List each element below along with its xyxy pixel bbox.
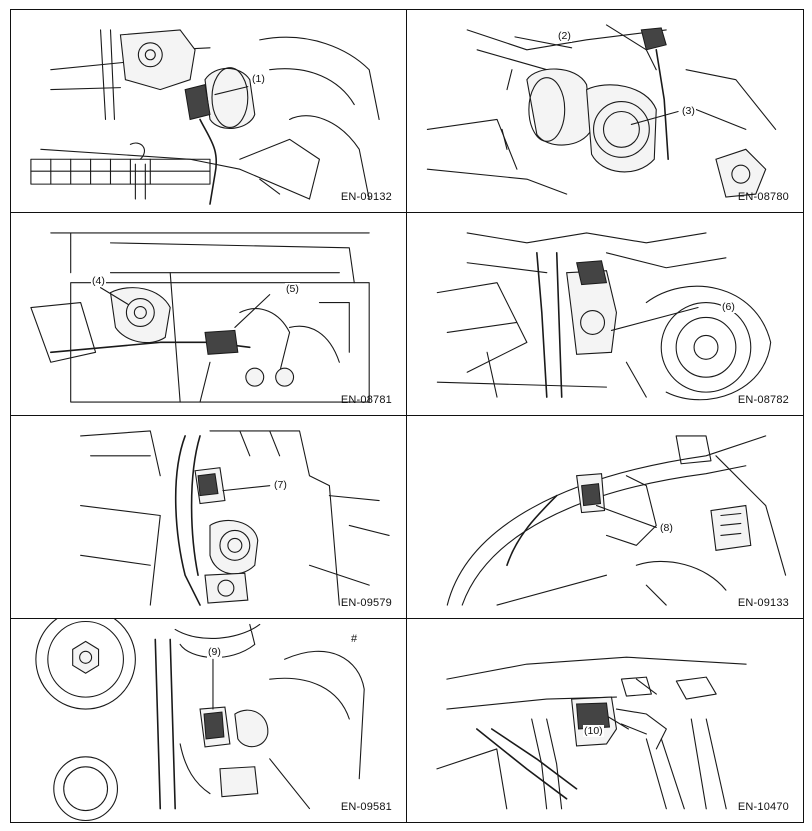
engine-illustration-1 [30,29,380,205]
engine-illustration-4 [436,232,772,401]
figure-code: EN-09581 [340,801,392,813]
figure-code: EN-08781 [340,394,392,406]
engine-illustration-2 [426,24,777,198]
callout-3: (3) [681,105,696,117]
figure-cell-1: (1) EN-09132 [11,10,407,213]
figure-code: EN-09579 [340,597,392,609]
figure-code: EN-08782 [737,394,789,406]
callout-6: (6) [721,301,736,313]
callout-5: (5) [285,283,300,295]
figure-cell-2: (2) (3) EN-08780 [407,10,803,213]
figure-code: EN-08780 [737,191,789,203]
figure-cell-3: (4) (5) EN-08781 [11,213,407,416]
figure-code: EN-10470 [737,801,789,813]
engine-illustration-5 [80,430,390,606]
engine-illustration-6 [446,435,787,606]
figure-cell-5: (7) EN-09579 [11,416,407,619]
figure-cell-8: (10) EN-10470 [407,619,803,822]
figure-cell-6: (8) EN-09133 [407,416,803,619]
figure-table: (1) EN-09132 (2) (3) EN-08780 [10,9,804,823]
engine-illustration-3 [30,232,370,403]
callout-8: (8) [659,522,674,534]
callout-9: (9) [207,646,222,658]
figure-cell-4: (6) EN-08782 [407,213,803,416]
figure-code: EN-09132 [340,191,392,203]
hash-mark: # [351,633,358,645]
figure-code: EN-09133 [737,597,789,609]
callout-2: (2) [557,30,572,42]
figure-cell-7: (9) # EN-09581 [11,619,407,822]
callout-4: (4) [91,275,106,287]
engine-illustration-7 [35,619,365,822]
callout-10: (10) [583,725,604,737]
callout-1: (1) [251,73,266,85]
engine-illustration-8 [436,656,747,810]
callout-7: (7) [273,479,288,491]
